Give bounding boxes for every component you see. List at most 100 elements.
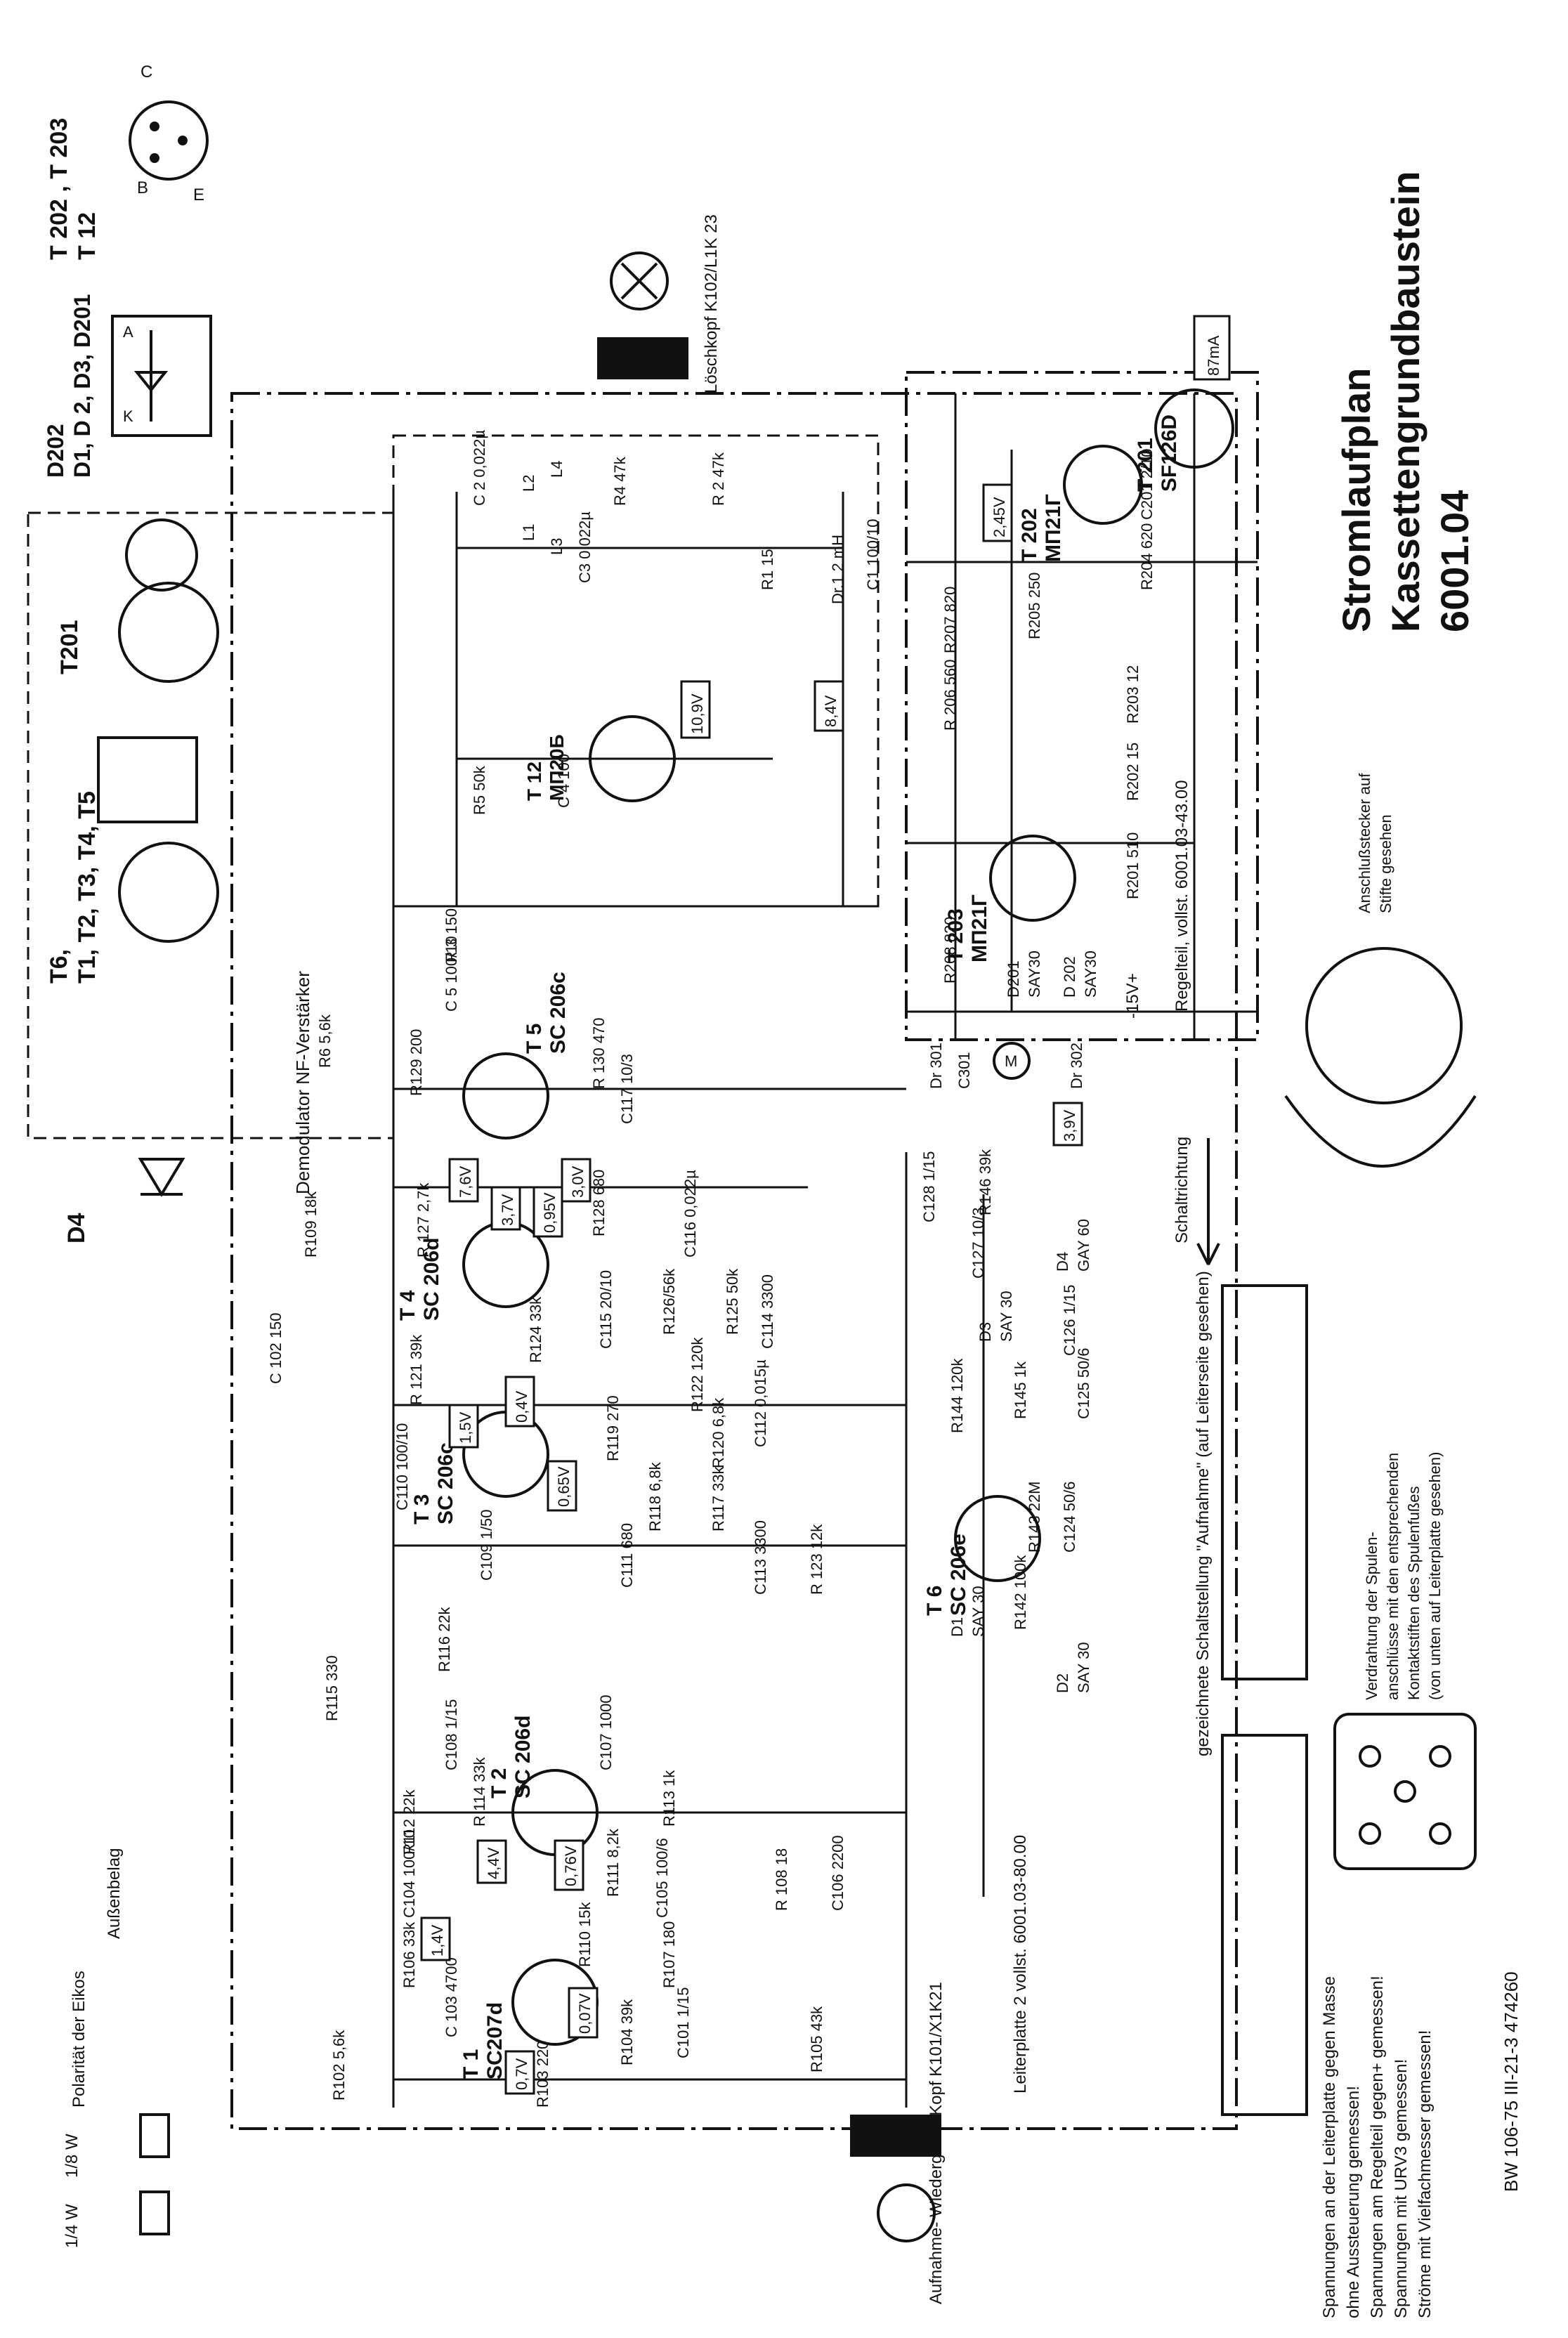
c115-label: C115 20/10: [597, 1270, 615, 1349]
wiring-line2: anschlüsse mit den entsprechenden: [1384, 1453, 1402, 1700]
r112-label: R112 22k: [400, 1789, 418, 1855]
c113-label: C113 3300: [752, 1520, 769, 1595]
r118-label: R118 6,8k: [646, 1461, 664, 1532]
c110-label: C110 100/10: [393, 1423, 411, 1510]
svg-text:T 202: T 202: [1018, 508, 1041, 562]
svg-text:M: M: [1005, 1052, 1017, 1070]
c5-label: C 5 100/10: [443, 936, 460, 1012]
note-3: Spannungen am Regelteil gegen+ gemessen!: [1368, 1975, 1387, 2318]
outer-label: Außenbelag: [105, 1848, 124, 1939]
r130-label: R 130 470: [590, 1017, 608, 1089]
svg-text:B: B: [137, 178, 148, 197]
r143-label: R143 22M: [1026, 1481, 1043, 1553]
r115-label: R115 330: [323, 1655, 341, 1721]
v14-label: 1,4V: [429, 1924, 446, 1957]
svg-text:SC 206d: SC 206d: [511, 1716, 535, 1798]
v15-label: 1,5V: [457, 1411, 474, 1444]
title-line1: Stromlaufplan: [1334, 368, 1378, 632]
legend-tgroup: T6, T1, T2, T3, T4, T5: [46, 791, 100, 984]
l1-label: L1: [520, 524, 537, 541]
r102-label: R102 5,6k: [330, 2030, 348, 2101]
legend-t201: T201: [56, 620, 83, 675]
c103-label: C 103 4700: [443, 1957, 460, 2037]
svg-text:T 203: T 203: [944, 908, 967, 962]
legend-t202: T 202 , T 203 T 12: [46, 118, 100, 260]
r105-label: R105 43k: [808, 2006, 825, 2072]
svg-text:SC 206c: SC 206c: [547, 972, 570, 1054]
c106-label: C106 2200: [829, 1835, 847, 1911]
svg-text:T201: T201: [56, 620, 83, 675]
r203-label: R203 12: [1124, 665, 1142, 724]
svg-text:1/8 W: 1/8 W: [63, 2134, 81, 2178]
measurement-notes: Spannungen an der Leiterplatte gegen Mas…: [1320, 1975, 1435, 2318]
c125-label: C125 50/6: [1075, 1347, 1092, 1419]
svg-text:SC207d: SC207d: [483, 2002, 507, 2079]
r142-label: R142 100k: [1012, 1555, 1029, 1630]
c101-label: C101 1/15: [674, 1987, 692, 2058]
svg-text:SF126D: SF126D: [1158, 414, 1181, 492]
plug-label2: Stifte gesehen: [1377, 814, 1394, 913]
r6-label: R6 5,6k: [316, 1014, 334, 1068]
r125-label: R125 50k: [724, 1268, 741, 1335]
r116-label: R116 22k: [436, 1606, 453, 1672]
svg-text:T6,: T6,: [46, 949, 72, 984]
supply-label: -15V+: [1123, 973, 1142, 1019]
r110-label: R110 15k: [576, 1901, 594, 1967]
r4-label: R4 47k: [611, 456, 629, 506]
dr301-label: Dr 301: [927, 1043, 945, 1089]
board-frame: [230, 392, 1238, 2130]
r111-label: R111 8,2k: [604, 1828, 622, 1897]
title-line3: 6001.04: [1432, 490, 1477, 632]
r119-label: R119 270: [604, 1395, 622, 1461]
svg-text:C: C: [141, 63, 152, 81]
c109-label: C109 1/50: [478, 1509, 495, 1581]
r103-label: R103 220: [534, 2041, 551, 2108]
r2-label: R 2 47k: [710, 452, 727, 506]
d4b-label: D4: [1054, 1252, 1071, 1272]
r207-label: R207 820: [941, 587, 959, 653]
note-1: Spannungen an der Leiterplatte gegen Mas…: [1320, 1976, 1339, 2318]
r108-label: R 108 18: [773, 1848, 790, 1911]
svg-text:T 6: T 6: [923, 1586, 946, 1616]
svg-text:T 4: T 4: [396, 1290, 419, 1321]
regelteil-frame: [905, 371, 1259, 1041]
r208-label: R208 820: [941, 917, 959, 984]
switch-diagram-upper: [1221, 1284, 1308, 1680]
d1-type: SAY 30: [969, 1586, 987, 1637]
r146-label: R146 39k: [976, 1149, 994, 1215]
r145-label: R145 1k: [1012, 1361, 1029, 1419]
d4-label: D4: [63, 1213, 90, 1243]
r1-label: R1 15: [759, 549, 776, 590]
c102-label: C 102 150: [267, 1312, 285, 1384]
oscillator-frame: [392, 434, 880, 908]
r202-label: R202 15: [1124, 743, 1142, 801]
d202-label: D 202: [1061, 956, 1078, 998]
svg-text:87mA: 87mA: [1205, 335, 1222, 376]
svg-text:МП21Г: МП21Г: [1042, 494, 1065, 562]
d4b-type: GAY 60: [1075, 1219, 1092, 1272]
svg-text:T 5: T 5: [523, 1024, 546, 1054]
d201-label: D201: [1005, 960, 1022, 998]
r109-label: R109 18k: [302, 1191, 320, 1258]
d2-label: D2: [1054, 1673, 1071, 1693]
nf-label: Demodulator NF-Verstärker: [292, 971, 313, 1194]
c4-label: C 4 100: [555, 754, 573, 808]
svg-text:E: E: [193, 185, 204, 204]
legend-t12-label: T 12: [74, 212, 100, 260]
r129-label: R129 200: [407, 1029, 425, 1096]
loeschkopf-label: Löschkopf K102/L1K 23: [702, 214, 721, 393]
v30-label: 3,0V: [569, 1165, 587, 1198]
wiring-line1: Verdrahtung der Spulen-: [1363, 1532, 1380, 1700]
v07-label: 0,7V: [513, 2058, 530, 2090]
c201-label: C201 2/10: [1138, 448, 1156, 520]
record-head-circle: [877, 2183, 936, 2242]
note-2: ohne Aussteuerung gemessen!: [1344, 2086, 1363, 2318]
wiring-line4: (von unten auf Leiterplatte gesehen): [1426, 1452, 1444, 1700]
